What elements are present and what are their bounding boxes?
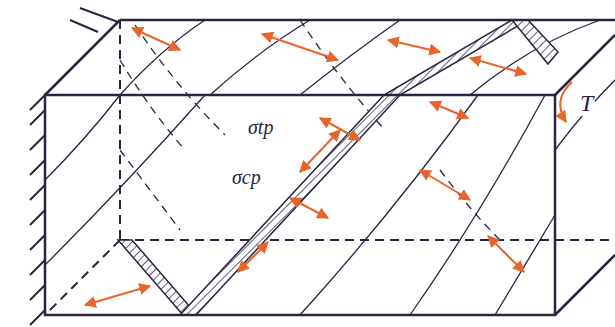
stress-arrow: [420, 170, 470, 200]
wall-hatch: [30, 210, 45, 225]
wall-hatch: [80, 8, 118, 22]
hidden-edge: [119, 20, 121, 240]
torque-arrow: [560, 82, 572, 122]
beam-front-face: [45, 95, 555, 315]
crack: [470, 20, 600, 95]
beam-edge: [555, 255, 615, 315]
crack: [300, 95, 478, 315]
beam-edge: [555, 35, 615, 95]
stress-arrow: [85, 286, 150, 305]
stress-arrow: [470, 58, 526, 74]
hidden-crack: [440, 170, 500, 240]
stress-label: σcp: [230, 166, 263, 188]
crack: [210, 20, 310, 95]
crack: [410, 95, 545, 315]
stress-arrow: [388, 40, 440, 52]
crack: [45, 95, 120, 180]
wall-hatch: [30, 185, 45, 200]
crack: [555, 80, 615, 150]
fixed-wall: [30, 8, 118, 325]
wall-hatch: [30, 310, 45, 325]
crack: [495, 215, 555, 315]
stress-label: σtp: [246, 116, 275, 138]
stress-arrow: [300, 130, 340, 172]
hidden-crack: [120, 60, 185, 150]
wall-hatch: [30, 285, 45, 300]
stress-arrow: [238, 242, 268, 272]
wall-hatch: [30, 235, 45, 250]
beam-edge: [120, 19, 615, 22]
hidden-edge: [45, 240, 120, 315]
wall-hatch: [70, 20, 98, 32]
stress-arrow: [430, 102, 468, 118]
crack: [120, 20, 205, 95]
beam-edge: [45, 20, 120, 95]
crack-band: [118, 240, 197, 315]
wall-hatch: [30, 110, 45, 125]
wall-hatch: [30, 160, 45, 175]
crack-band: [512, 20, 558, 64]
stress-arrow: [488, 236, 524, 272]
wall-hatch: [30, 95, 45, 110]
stress-arrow: [290, 198, 328, 218]
wall-hatch: [30, 135, 45, 150]
torque-label: T: [578, 90, 595, 116]
hidden-crack: [135, 25, 225, 135]
stress-arrow: [132, 28, 180, 50]
crack-band: [384, 20, 528, 95]
crack: [300, 20, 400, 95]
hidden-crack: [120, 150, 180, 230]
stress-arrow: [320, 118, 360, 140]
wall-hatch: [30, 260, 45, 275]
crack-band: [180, 95, 400, 315]
stress-arrow: [262, 34, 338, 60]
